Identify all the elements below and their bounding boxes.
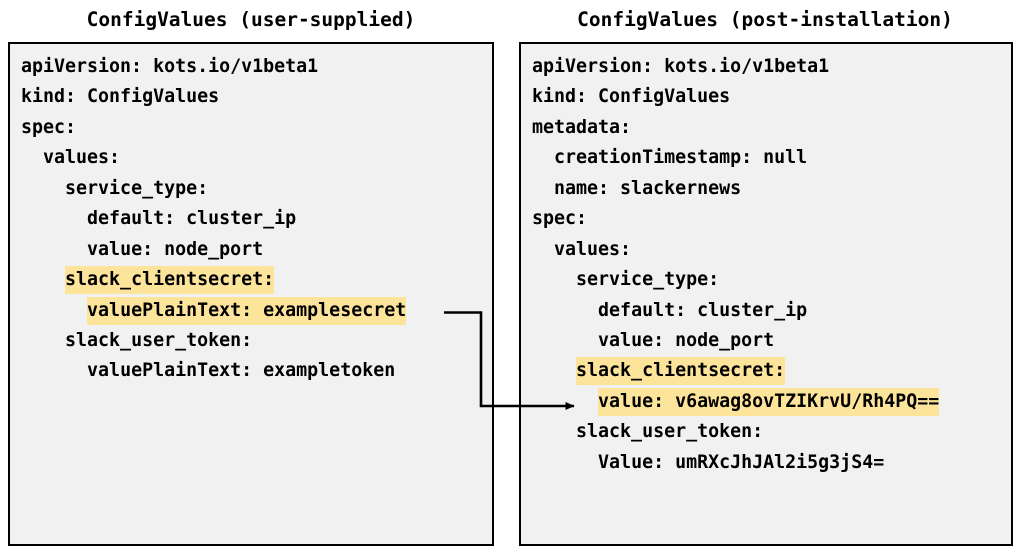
panel-title-user-supplied: ConfigValues (user-supplied)	[86, 8, 416, 31]
code-line: values:	[532, 235, 1011, 265]
code-text: Value: umRXcJhJAl2i5g3jS4=	[598, 451, 885, 473]
code-indent	[532, 178, 554, 199]
code-indent	[21, 269, 65, 290]
code-box-post-installation: apiVersion: kots.io/v1beta1 kind: ConfigV…	[519, 42, 1013, 546]
code-indent	[532, 391, 598, 412]
code-indent	[21, 360, 87, 381]
code-line: apiVersion: kots.io/v1beta1	[532, 52, 1011, 82]
code-indent	[21, 178, 65, 199]
code-line: name: slackernews	[532, 174, 1011, 204]
code-text: service_type:	[65, 177, 209, 199]
code-text-highlighted: slack_clientsecret:	[65, 266, 275, 295]
code-indent	[532, 360, 576, 381]
code-text: spec:	[21, 116, 77, 138]
code-text-highlighted: value: v6awag8ovTZIKrvU/Rh4PQ==	[598, 387, 940, 416]
code-line: default: cluster_ip	[532, 296, 1011, 326]
code-box-user-supplied: apiVersion: kots.io/v1beta1 kind: ConfigV…	[8, 42, 494, 546]
code-indent	[21, 239, 87, 260]
code-text-highlighted: slack_clientsecret:	[576, 357, 786, 386]
code-line: value: node_port	[21, 235, 492, 265]
code-text: kind: ConfigValues	[21, 86, 220, 108]
code-text: apiVersion: kots.io/v1beta1	[21, 56, 319, 77]
code-lines-user-supplied: apiVersion: kots.io/v1beta1 kind: ConfigV…	[21, 52, 492, 387]
code-text: default: cluster_ip	[87, 208, 297, 230]
code-line: spec:	[21, 113, 492, 143]
code-line: slack_clientsecret:	[532, 356, 1011, 386]
code-indent	[21, 300, 87, 321]
code-text: name: slackernews	[554, 177, 742, 199]
code-indent	[21, 147, 43, 168]
code-line: kind: ConfigValues	[21, 82, 492, 112]
code-text: metadata:	[532, 116, 632, 138]
code-text: value: node_port	[87, 238, 264, 260]
code-line: slack_clientsecret:	[21, 265, 492, 295]
code-text: apiVersion: kots.io/v1beta1	[532, 56, 830, 77]
panel-user-supplied: ConfigValues (user-supplied) apiVersion:…	[0, 0, 502, 559]
code-text-highlighted: valuePlainText: examplesecret	[87, 296, 407, 325]
code-indent	[532, 269, 576, 290]
code-text: values:	[43, 147, 121, 169]
panel-post-installation: ConfigValues (post-installation) apiVers…	[511, 0, 1019, 559]
code-indent	[532, 147, 554, 168]
code-indent	[532, 452, 598, 473]
code-text: service_type:	[576, 269, 720, 291]
code-indent	[532, 300, 598, 321]
code-line: valuePlainText: examplesecret	[21, 296, 492, 326]
code-lines-post-installation: apiVersion: kots.io/v1beta1 kind: ConfigV…	[532, 52, 1011, 478]
code-text: value: node_port	[598, 329, 775, 351]
code-line: values:	[21, 143, 492, 173]
code-line: Value: umRXcJhJAl2i5g3jS4=	[532, 448, 1011, 478]
code-line: metadata:	[532, 113, 1011, 143]
code-text: slack_user_token:	[576, 421, 764, 443]
code-line: service_type:	[21, 174, 492, 204]
code-line: spec:	[532, 204, 1011, 234]
code-line: value: v6awag8ovTZIKrvU/Rh4PQ==	[532, 387, 1011, 417]
code-text: values:	[554, 238, 632, 260]
code-line: apiVersion: kots.io/v1beta1	[21, 52, 492, 82]
code-line: creationTimestamp: null	[532, 143, 1011, 173]
code-text: spec:	[532, 208, 588, 230]
code-indent	[21, 330, 65, 351]
code-line: kind: ConfigValues	[532, 82, 1011, 112]
code-text: valuePlainText: exampletoken	[87, 360, 396, 382]
code-indent	[532, 239, 554, 260]
code-line: service_type:	[532, 265, 1011, 295]
code-text: slack_user_token:	[65, 329, 253, 351]
code-line: slack_user_token:	[532, 417, 1011, 447]
code-indent	[532, 330, 598, 351]
code-indent	[21, 208, 87, 229]
code-text: default: cluster_ip	[598, 299, 808, 321]
code-line: slack_user_token:	[21, 326, 492, 356]
code-line: valuePlainText: exampletoken	[21, 356, 492, 386]
code-text: kind: ConfigValues	[532, 86, 731, 108]
code-text: creationTimestamp: null	[554, 147, 808, 169]
panel-title-post-installation: ConfigValues (post-installation)	[577, 8, 953, 31]
code-line: default: cluster_ip	[21, 204, 492, 234]
code-line: value: node_port	[532, 326, 1011, 356]
code-indent	[532, 421, 576, 442]
